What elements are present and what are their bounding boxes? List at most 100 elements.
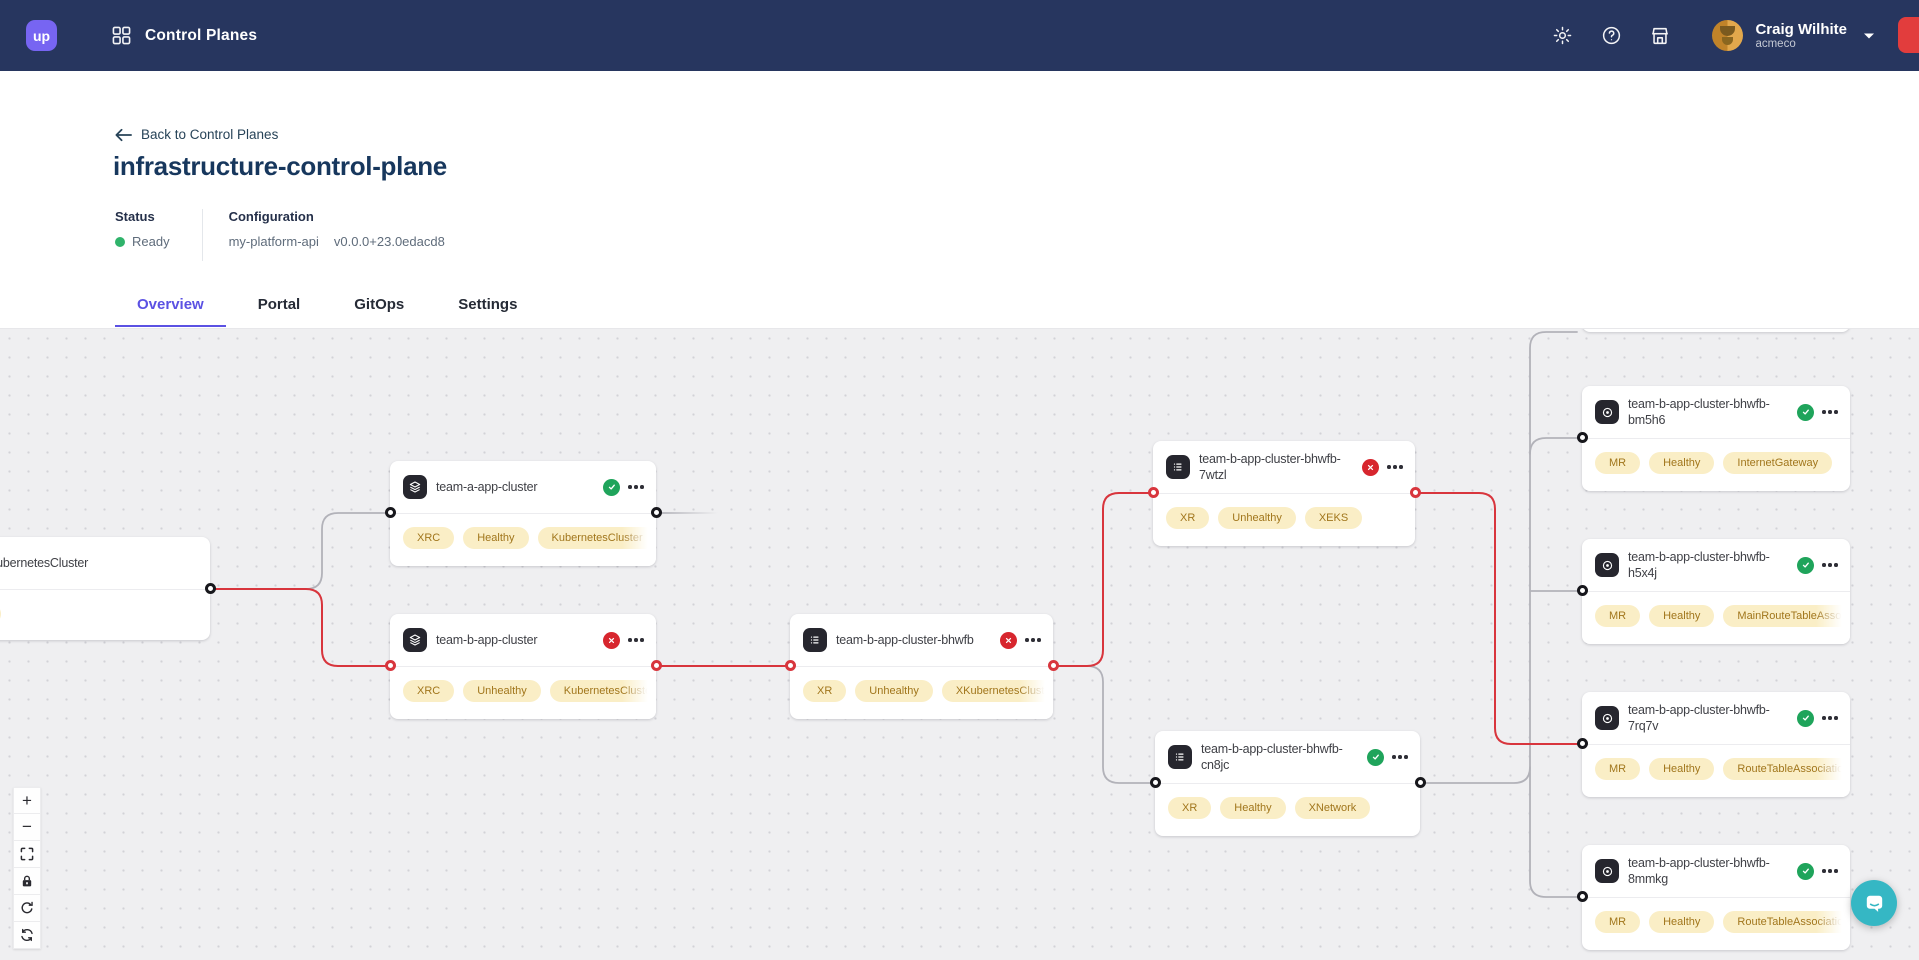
connector-handle xyxy=(205,583,216,594)
connector-handle xyxy=(385,660,396,671)
divider xyxy=(1582,438,1850,439)
badge: Healthy xyxy=(1220,797,1285,819)
red-overlay-partial xyxy=(1898,17,1919,53)
zoom-in-button[interactable]: + xyxy=(13,787,41,814)
badge: XRC xyxy=(403,680,454,702)
node-card[interactable]: team-b-app-cluster XRC Unhealthy Kuberne… xyxy=(390,614,656,719)
tab-settings[interactable]: Settings xyxy=(436,287,539,327)
settings-gear-icon[interactable] xyxy=(1551,25,1573,47)
node-card[interactable]: team-b-app-cluster-bhwfb-bm5h6 MR Health… xyxy=(1582,386,1850,491)
node-card-partial[interactable] xyxy=(1582,328,1850,332)
node-title: team-b-app-cluster-bhwfb-cn8jc xyxy=(1201,741,1361,774)
node-title: team-b-app-cluster-bhwfb-bm5h6 xyxy=(1628,396,1791,429)
badge: MR xyxy=(1595,452,1640,474)
divider xyxy=(390,513,656,514)
upbound-logo[interactable]: up xyxy=(26,20,57,51)
node-menu-button[interactable] xyxy=(1820,861,1840,881)
connector-handle xyxy=(785,660,796,671)
connector-handle xyxy=(1577,738,1588,749)
fit-view-button[interactable] xyxy=(13,841,41,868)
managed-resource-icon xyxy=(1595,859,1619,883)
tab-portal[interactable]: Portal xyxy=(236,287,323,327)
badge: RouteTableAssociation xyxy=(1723,911,1850,933)
node-menu-button[interactable] xyxy=(626,630,646,650)
divider xyxy=(390,666,656,667)
divider xyxy=(202,209,203,261)
badge: XKubernetesCluster xyxy=(942,680,1053,702)
healthy-status-icon xyxy=(1367,749,1384,766)
refresh-button[interactable] xyxy=(13,922,41,949)
badge: Healthy xyxy=(1649,605,1714,627)
unhealthy-status-icon xyxy=(603,632,620,649)
node-card[interactable]: team-b-app-cluster-bhwfb XR Unhealthy XK… xyxy=(790,614,1053,719)
connector-handle xyxy=(651,660,662,671)
node-menu-button[interactable] xyxy=(1820,555,1840,575)
zoom-out-button[interactable]: − xyxy=(13,814,41,841)
healthy-status-icon xyxy=(1797,863,1814,880)
badge: Healthy xyxy=(1649,911,1714,933)
help-icon[interactable] xyxy=(1600,25,1622,47)
grid-icon[interactable] xyxy=(110,25,132,47)
badge: MR xyxy=(1595,758,1640,780)
top-navbar: up Control Planes Craig Wilhite acmeco xyxy=(0,0,1919,71)
status-value: Ready xyxy=(132,234,170,249)
healthy-status-icon xyxy=(1797,404,1814,421)
back-link[interactable]: Back to Control Planes xyxy=(114,127,278,142)
node-menu-button[interactable] xyxy=(1385,457,1405,477)
divider xyxy=(790,666,1053,667)
node-menu-button[interactable] xyxy=(1390,747,1410,767)
node-card[interactable]: team-b-app-cluster-bhwfb-h5x4j MR Health… xyxy=(1582,539,1850,644)
chat-bubble-icon xyxy=(1862,891,1887,916)
tab-gitops[interactable]: GitOps xyxy=(332,287,426,327)
badge: API xyxy=(0,603,1,625)
healthy-status-icon xyxy=(603,479,620,496)
healthy-status-icon xyxy=(1797,710,1814,727)
managed-resource-icon xyxy=(1595,553,1619,577)
node-menu-button[interactable] xyxy=(1820,402,1840,422)
node-card[interactable]: team-b-app-cluster-bhwfb-cn8jc XR Health… xyxy=(1155,731,1420,836)
node-card[interactable]: K KubernetesCluster API xyxy=(0,537,210,640)
node-card[interactable]: team-b-app-cluster-bhwfb-7rq7v MR Health… xyxy=(1582,692,1850,797)
user-menu[interactable]: Craig Wilhite acmeco xyxy=(1712,20,1875,51)
badge: Unhealthy xyxy=(1218,507,1296,529)
status-block: Status Ready xyxy=(115,209,170,249)
badge: KubernetesCluster xyxy=(550,680,656,702)
unhealthy-status-icon xyxy=(1362,459,1379,476)
badge: Healthy xyxy=(463,527,528,549)
tab-bar: Overview Portal GitOps Settings xyxy=(115,287,539,327)
user-name: Craig Wilhite xyxy=(1755,21,1847,38)
managed-resource-icon xyxy=(1595,400,1619,424)
badge: XNetwork xyxy=(1295,797,1371,819)
node-title: team-a-app-cluster xyxy=(436,479,597,495)
node-card[interactable]: team-a-app-cluster XRC Healthy Kubernete… xyxy=(390,461,656,566)
node-menu-button[interactable] xyxy=(626,477,646,497)
badge: InternetGateway xyxy=(1723,452,1832,474)
graph-canvas[interactable]: K KubernetesCluster API team-a-app-clust… xyxy=(0,328,1919,960)
node-menu-button[interactable] xyxy=(1820,708,1840,728)
page-title: infrastructure-control-plane xyxy=(113,151,447,182)
badge: RouteTableAssociation xyxy=(1723,758,1850,780)
badge: MainRouteTableAssociation xyxy=(1723,605,1850,627)
badge: XRC xyxy=(403,527,454,549)
node-card[interactable]: team-b-app-cluster-bhwfb-7wtzl XR Unheal… xyxy=(1153,441,1415,546)
claim-layers-icon xyxy=(403,628,427,652)
marketplace-icon[interactable] xyxy=(1649,25,1671,47)
node-title: team-b-app-cluster-bhwfb-h5x4j xyxy=(1628,549,1791,582)
meta-row: Status Ready Configuration my-platform-a… xyxy=(115,209,445,261)
node-menu-button[interactable] xyxy=(1023,630,1043,650)
composite-list-icon xyxy=(1168,745,1192,769)
configuration-label: Configuration xyxy=(229,209,445,224)
badge: XR xyxy=(1166,507,1209,529)
badge: Healthy xyxy=(1649,758,1714,780)
node-title: team-b-app-cluster xyxy=(436,632,597,648)
lock-button[interactable] xyxy=(13,868,41,895)
connector-handle xyxy=(1577,432,1588,443)
rotate-button[interactable] xyxy=(13,895,41,922)
node-card[interactable]: team-b-app-cluster-bhwfb-8mmkg MR Health… xyxy=(1582,845,1850,950)
managed-resource-icon xyxy=(1595,706,1619,730)
badge: XR xyxy=(803,680,846,702)
connector-handle xyxy=(651,507,662,518)
chat-launcher-button[interactable] xyxy=(1851,880,1897,926)
tab-overview[interactable]: Overview xyxy=(115,287,226,327)
canvas-controls: + − xyxy=(13,787,41,949)
